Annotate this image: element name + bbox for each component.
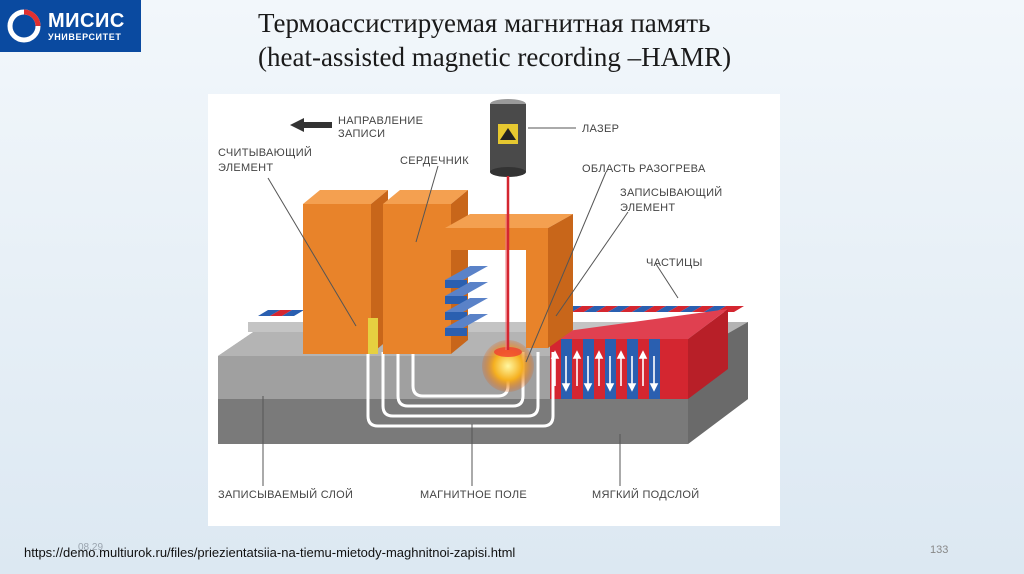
slide-title: Термоассистируемая магнитная память (hea… bbox=[258, 6, 998, 74]
label-core: СЕРДЕЧНИК bbox=[400, 155, 469, 167]
label-read-2: ЭЛЕМЕНТ bbox=[218, 162, 273, 174]
label-write-2: ЭЛЕМЕНТ bbox=[620, 202, 675, 214]
leader-lines bbox=[262, 127, 679, 486]
label-particles: ЧАСТИЦЫ bbox=[646, 257, 703, 269]
title-line-1: Термоассистируемая магнитная память bbox=[258, 8, 711, 38]
label-soft-underlayer: МЯГКИЙ ПОДСЛОЙ bbox=[592, 488, 699, 501]
hamr-diagram: НАПРАВЛЕНИЕ ЗАПИСИ СЧИТЫВАЮЩИЙ ЭЛЕМЕНТ С… bbox=[208, 94, 780, 526]
page-number: 133 bbox=[930, 544, 949, 556]
direction-arrow-icon bbox=[290, 118, 332, 132]
university-logo: МИСИС УНИВЕРСИТЕТ bbox=[0, 0, 141, 52]
coil-windings bbox=[445, 266, 488, 336]
heat-core bbox=[494, 347, 522, 357]
label-laser: ЛАЗЕР bbox=[582, 123, 619, 135]
hamr-diagram-svg: НАПРАВЛЕНИЕ ЗАПИСИ СЧИТЫВАЮЩИЙ ЭЛЕМЕНТ С… bbox=[218, 99, 748, 501]
logo-ring-icon bbox=[7, 9, 41, 43]
source-link[interactable]: https://demo.multiurok.ru/files/priezien… bbox=[24, 545, 516, 560]
label-write-1: ЗАПИСЫВАЮЩИЙ bbox=[620, 186, 723, 199]
logo-main-text: МИСИС bbox=[48, 9, 125, 32]
label-heat-area: ОБЛАСТЬ РАЗОГРЕВА bbox=[582, 163, 706, 175]
label-magnetic-field: МАГНИТНОЕ ПОЛЕ bbox=[420, 489, 527, 501]
label-direction-1: НАПРАВЛЕНИЕ bbox=[338, 115, 423, 127]
laser-emitter bbox=[490, 99, 526, 350]
read-element bbox=[303, 190, 388, 354]
particle-arrows bbox=[550, 350, 659, 392]
label-direction-2: ЗАПИСИ bbox=[338, 128, 385, 140]
label-recording-layer: ЗАПИСЫВАЕМЫЙ СЛОЙ bbox=[218, 488, 353, 501]
label-read-1: СЧИТЫВАЮЩИЙ bbox=[218, 146, 312, 159]
slide-date: 08.29 bbox=[78, 542, 104, 553]
logo-sub-text: УНИВЕРСИТЕТ bbox=[48, 31, 122, 42]
title-line-2: (heat-assisted magnetic recording –HAMR) bbox=[258, 42, 732, 72]
